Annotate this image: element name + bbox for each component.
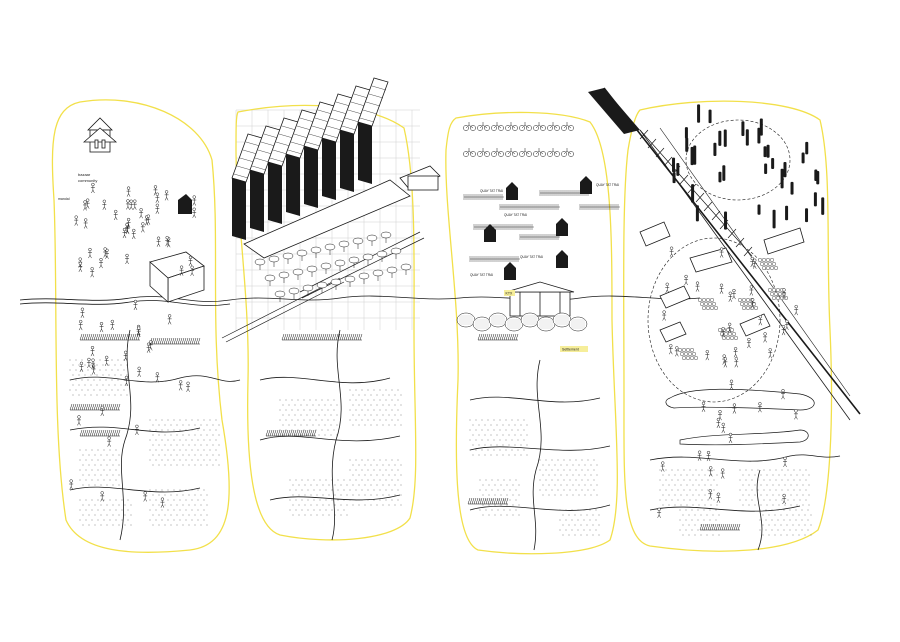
rail-bridge-truss xyxy=(639,129,753,257)
village-figures xyxy=(69,182,197,508)
housing-tag-5: QUAY TAT TRAI xyxy=(520,255,543,259)
panel1-caption-a: bazaar xyxy=(78,172,91,177)
bicycle-rows xyxy=(463,122,574,157)
village-market-stall xyxy=(149,251,205,303)
housing-tag-4: QUAY TAT TRAI xyxy=(470,273,493,277)
road-loop xyxy=(665,388,815,446)
rail-black-columns xyxy=(672,104,825,230)
market-roofs xyxy=(639,221,805,343)
housing-fences xyxy=(463,190,620,262)
panel-outline-4 xyxy=(623,100,833,552)
panel1-note: mandal xyxy=(58,197,70,201)
crop-hatches xyxy=(69,333,741,531)
village-black-gable xyxy=(178,194,192,214)
panel-outline-3 xyxy=(445,111,618,555)
factory-sheds xyxy=(231,77,441,259)
panel-outline-2 xyxy=(235,104,417,541)
field-dot-patterns xyxy=(69,359,812,536)
highlight-label-1: KTX xyxy=(506,292,513,296)
rail-figures xyxy=(657,246,799,518)
housing-tag-3: QUAY TAT TRAI xyxy=(504,213,527,217)
factory-machines xyxy=(254,231,412,302)
tree-canopies xyxy=(456,312,588,332)
highlight-box-2 xyxy=(560,346,588,352)
housing-tag-2: QUAY TAT TRAI xyxy=(596,183,619,187)
panel1-caption-b: community xyxy=(78,178,97,183)
dashed-zone-middle xyxy=(647,237,781,403)
highlight-box-1 xyxy=(504,290,515,296)
village-temple xyxy=(82,117,118,153)
housing-shed xyxy=(505,281,575,317)
dashed-zone-top xyxy=(685,119,791,201)
housing-tags: QUAY TAT TRAI QUAY TAT TRAI QUAY TAT TRA… xyxy=(470,183,619,277)
panel-outline-1 xyxy=(51,99,230,553)
highlight-label-2: Settlement xyxy=(562,348,579,352)
housing-tag-1: QUAY TAT TRAI xyxy=(480,189,503,193)
crate-stacks xyxy=(678,258,789,361)
housing-black-houses xyxy=(484,176,592,280)
river-lines xyxy=(19,295,841,551)
